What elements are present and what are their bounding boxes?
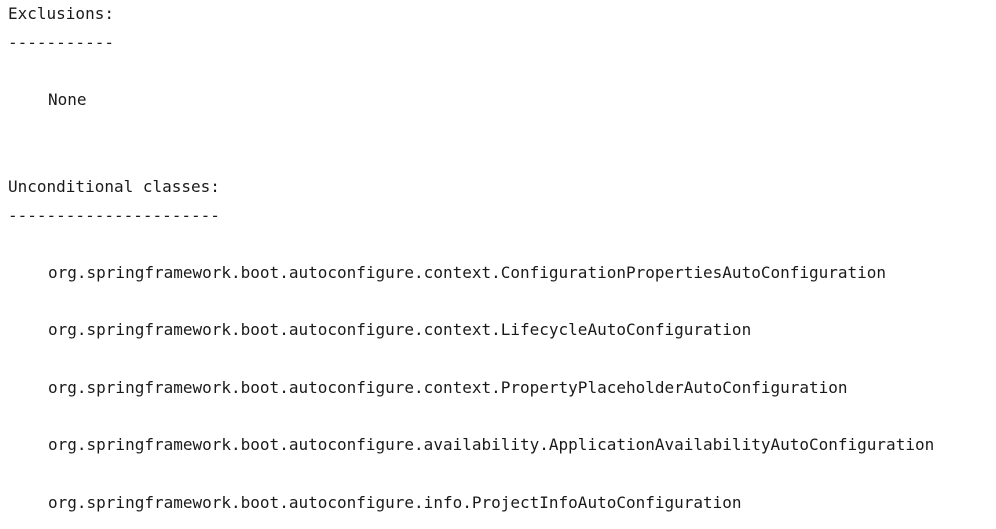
exclusions-item: None <box>48 90 87 109</box>
exclusions-underline: ----------- <box>8 33 114 52</box>
exclusions-heading: Exclusions: <box>8 4 114 23</box>
unconditional-class-item: org.springframework.boot.autoconfigure.c… <box>48 320 752 339</box>
unconditional-class-item: org.springframework.boot.autoconfigure.i… <box>48 493 742 512</box>
unconditional-classes-underline: ---------------------- <box>8 206 220 225</box>
unconditional-class-item: org.springframework.boot.autoconfigure.c… <box>48 263 887 282</box>
unconditional-classes-heading: Unconditional classes: <box>8 177 220 196</box>
unconditional-class-item: org.springframework.boot.autoconfigure.c… <box>48 378 848 397</box>
unconditional-class-item: org.springframework.boot.autoconfigure.a… <box>48 435 935 454</box>
